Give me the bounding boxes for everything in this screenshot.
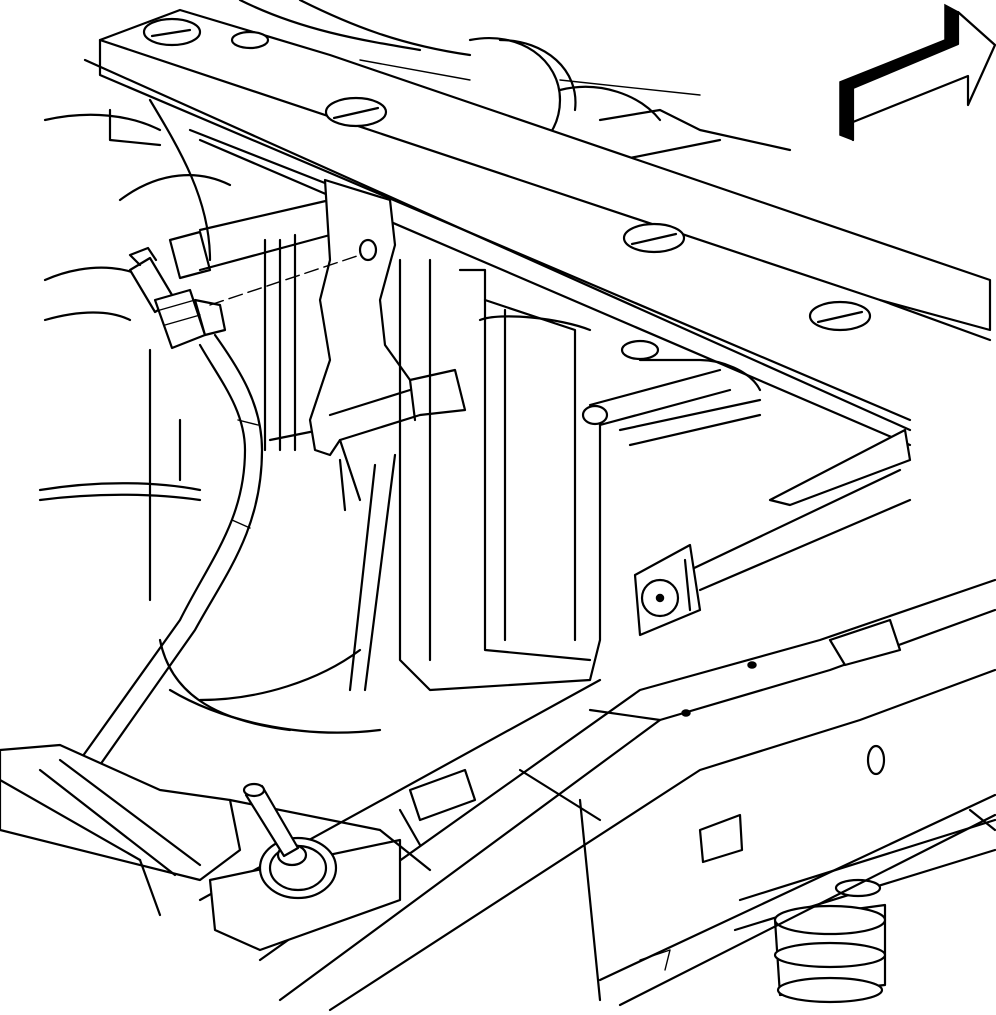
hose-connector-fitting [128, 246, 227, 350]
body-mount-stud [242, 782, 338, 900]
mounting-bracket-with-bolt [209, 178, 467, 512]
fuel-line-hose [78, 333, 264, 767]
lower-left-structure [0, 743, 402, 952]
left-background [38, 98, 332, 602]
body-mount-bushing [773, 878, 887, 1004]
lower-frame-rail [598, 793, 996, 1007]
upper-hoses [238, 0, 792, 162]
electrical-connector [378, 768, 477, 872]
forward-arrow-icon [839, 3, 996, 142]
fuel-tank-body [158, 258, 912, 734]
tank-side-grommet [633, 543, 702, 637]
cross-member-bracket [83, 8, 992, 447]
